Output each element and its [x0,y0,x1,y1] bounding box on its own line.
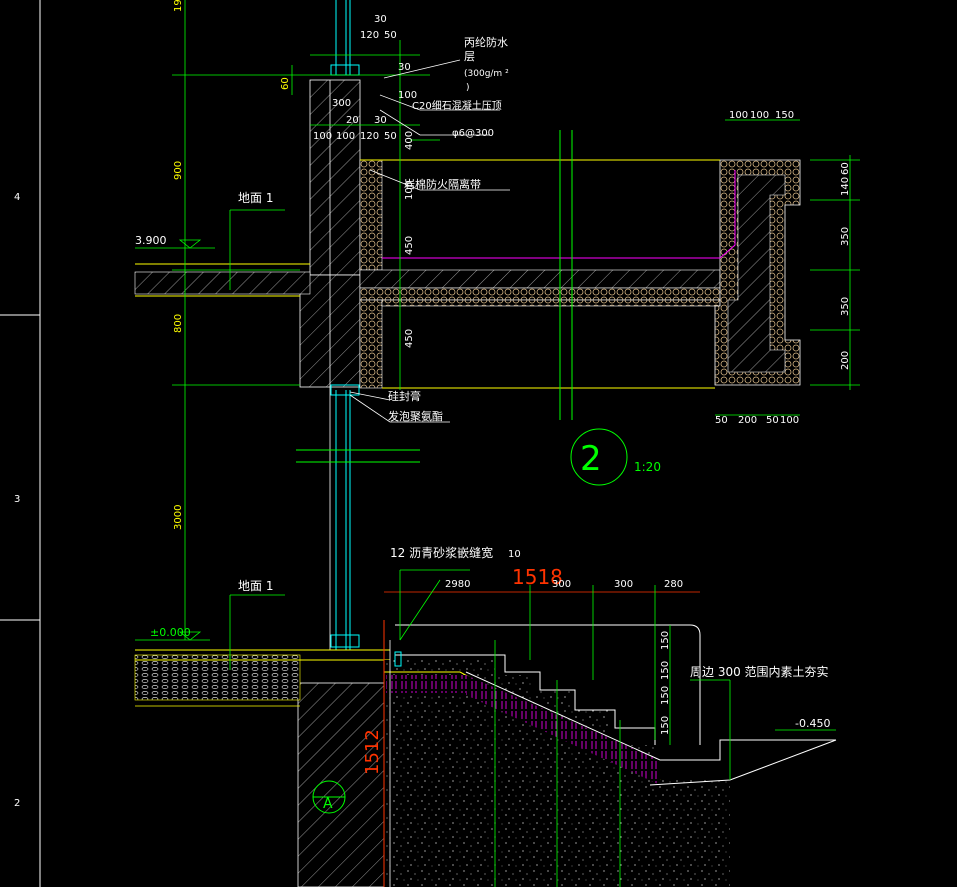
dim-b-100: 100 [780,415,799,426]
dim-60: 60 [280,77,291,90]
row-label-4: 4 [14,192,20,203]
frame: 4 3 2 [0,0,41,887]
label-joint: 12 沥青砂浆嵌缝宽 [390,545,493,560]
dim-150b: 150 [660,661,671,680]
wall-section [297,79,385,887]
dim-50b: 50 [384,131,397,142]
upper-floor-slab [134,263,311,297]
window-frame [330,0,360,650]
joint-width: 10 [508,549,521,560]
row-label-2: 2 [14,798,20,809]
section-marker-letter: A [323,796,333,812]
break-lines [296,130,573,463]
label-sealant: 硅封膏 [388,389,421,403]
dim-800: 800 [173,314,184,333]
dim-3000: 3000 [173,505,184,530]
dim-300b: 300 [614,579,633,590]
dim-b-200: 200 [738,415,757,426]
dim-450a: 450 [404,236,415,255]
label-floor-upper: 地面 1 [238,191,273,205]
lower-ground-detail [134,620,837,887]
leader-lines [349,59,510,423]
elevation-upper: 3.900 [135,234,167,247]
dim-r-350a: 350 [840,227,851,246]
dim-2980: 2980 [445,579,470,590]
dim-100b: 100 [313,131,332,142]
dim-top-150: 150 [775,110,794,121]
detail-callout-2 [570,428,628,486]
dim-400: 400 [404,131,415,150]
dim-900: 900 [173,161,184,180]
dim-b-50b: 50 [766,415,779,426]
dim-150d: 150 [660,716,671,735]
dim-300: 300 [332,98,351,109]
dim-r-350b: 350 [840,297,851,316]
dim-190: 190 [173,0,184,12]
label-membrane-4: ) [466,83,470,93]
lower-dimension-lines [135,569,836,887]
dim-450b: 450 [404,329,415,348]
cantilever-insulation [359,159,801,389]
section-marker-a [312,780,346,814]
dim-150c: 150 [660,686,671,705]
label-foam: 发泡聚氨酯 [388,409,443,423]
elevation-zero: ±0.000 [150,626,191,639]
dim-30b: 30 [398,62,411,73]
dim-100d: 100 [404,181,415,200]
dim-100c: 100 [336,131,355,142]
detail-scale: 1:20 [634,460,661,474]
dim-120b: 120 [360,131,379,142]
label-membrane-3: (300g/m ² [464,69,509,79]
elevation-ground: -0.450 [795,717,830,730]
dim-280: 280 [664,579,683,590]
dim-120a: 120 [360,30,379,41]
dim-top-100a: 100 [729,110,748,121]
dim-r-200: 200 [840,351,851,370]
label-c20: C20细石混凝土压顶 [412,99,502,112]
row-label-3: 3 [14,494,20,505]
label-compaction: 周边 300 范围内素土夯实 [690,664,829,679]
dim-150a: 150 [660,631,671,650]
dim-r-140: 140 [840,177,851,196]
detail-number-2: 2 [580,439,602,479]
text-labels: 190 900 800 3000 60 30 120 50 30 100 300… [135,0,851,812]
dim-r-60: 60 [840,162,851,175]
dim-100a: 100 [398,90,417,101]
dim-top-100b: 100 [750,110,769,121]
dim-30a: 30 [374,14,387,25]
dim-b-50a: 50 [715,415,728,426]
dim-30c: 30 [374,115,387,126]
dim-1512: 1512 [362,729,383,775]
top-dimension-lines [172,0,860,640]
dim-50a: 50 [384,30,397,41]
label-membrane-2: 层 [464,50,475,63]
dim-1518: 1518 [512,565,563,589]
label-floor-lower: 地面 1 [238,579,273,593]
dim-20: 20 [346,115,359,126]
dim-300a: 300 [552,579,571,590]
label-membrane-1: 丙纶防水 [464,35,508,49]
label-rebar: φ6@300 [452,128,494,139]
upper-level-marker [135,209,285,290]
label-firebreak: 岩棉防火隔离带 [404,177,481,191]
